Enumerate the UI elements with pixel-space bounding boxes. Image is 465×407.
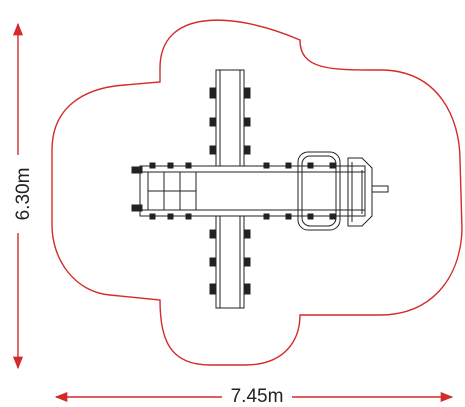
- safety-zone-outline: [51, 19, 463, 366]
- width-label-background: [222, 386, 292, 407]
- height-dimension-label: 6.30m: [13, 168, 34, 221]
- width-dimension-label: 7.45m: [231, 386, 284, 407]
- slide-end: [347, 157, 389, 227]
- height-label-background: [8, 155, 30, 233]
- rail-enclosure: [297, 151, 341, 231]
- rail-posts: [149, 162, 336, 220]
- vertical-bridge-bottom: [209, 215, 251, 309]
- climbing-grid: [131, 166, 197, 212]
- play-structure: [131, 69, 389, 309]
- vertical-bridge-top: [209, 69, 251, 167]
